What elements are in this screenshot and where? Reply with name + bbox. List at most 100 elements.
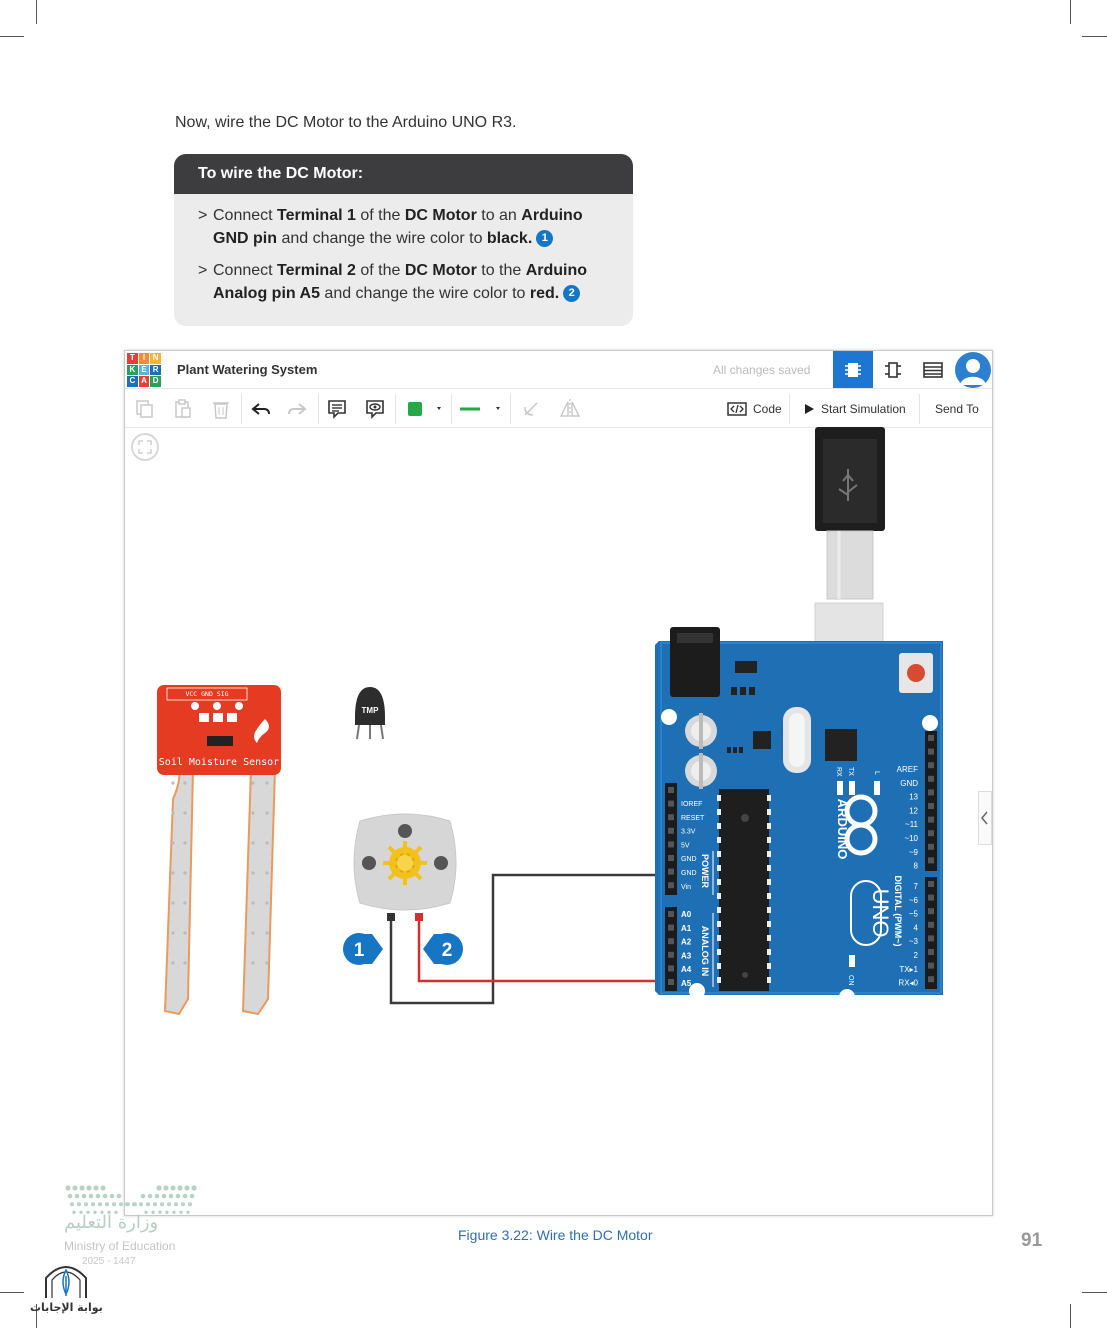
header-hole[interactable] [928, 830, 934, 837]
digital-pin-label: ~3 [909, 937, 919, 946]
schematic-view-button[interactable] [873, 351, 913, 388]
step-text: to the [476, 262, 526, 279]
logo-letter: C [127, 376, 138, 387]
start-simulation-button[interactable]: Start Simulation [803, 396, 906, 422]
play-icon [805, 404, 814, 414]
schematic-icon [885, 361, 901, 378]
mcu-pin [767, 921, 771, 927]
header-hole[interactable] [668, 911, 674, 917]
header-hole[interactable] [668, 814, 674, 821]
header-hole[interactable] [668, 924, 674, 931]
header-hole[interactable] [928, 962, 934, 969]
header-hole[interactable] [928, 789, 934, 796]
circuit-view-button[interactable] [833, 351, 873, 388]
soil-moisture-sensor[interactable]: VCC GND SIG Soil Moisture Sensor [157, 685, 281, 1016]
digital-pin-label: GND [900, 779, 918, 788]
header-hole[interactable] [928, 976, 934, 983]
header-hole[interactable] [928, 881, 934, 887]
prong-dot [251, 781, 255, 785]
figure-caption: Figure 3.22: Wire the DC Motor [458, 1227, 653, 1243]
copy-icon [136, 400, 153, 418]
callout-1: 1 [343, 933, 383, 965]
header-hole[interactable] [668, 938, 674, 945]
header-hole[interactable] [668, 841, 674, 848]
eye-note-icon [366, 400, 384, 419]
dc-motor[interactable] [353, 813, 457, 921]
header-hole[interactable] [928, 762, 934, 769]
send-to-button[interactable]: Send To [935, 396, 979, 422]
prong-dot [183, 811, 187, 815]
step-badge-2: 2 [563, 285, 581, 302]
digital-pin-label: 13 [909, 793, 918, 802]
rotate-button[interactable] [519, 396, 543, 422]
notes-visibility-button[interactable] [363, 396, 387, 422]
logo-dot [100, 1210, 104, 1214]
undo-icon [251, 403, 270, 415]
logo-dot [79, 1210, 83, 1214]
crop-mark [0, 1292, 24, 1293]
instruction-box: To wire the DC Motor: >Connect Terminal … [174, 154, 633, 326]
header-hole[interactable] [668, 800, 674, 807]
undo-button[interactable] [249, 396, 273, 422]
code-button[interactable]: Code [727, 396, 782, 422]
header-hole[interactable] [928, 921, 934, 928]
flip-button[interactable] [557, 396, 583, 422]
prong-dot [251, 961, 255, 965]
digital-pin-label: ~9 [909, 848, 919, 857]
paste-button[interactable] [171, 396, 195, 422]
power-pin-label: IOREF [681, 801, 702, 808]
header-hole[interactable] [928, 857, 934, 864]
temperature-sensor[interactable]: TMP [355, 687, 385, 740]
header-hole[interactable] [928, 843, 934, 850]
header-hole[interactable] [928, 908, 934, 915]
header-hole[interactable] [928, 803, 934, 809]
header-hole[interactable] [928, 775, 934, 782]
logo-dot [84, 1202, 88, 1207]
fit-view-icon [138, 440, 152, 454]
project-title[interactable]: Plant Watering System [177, 362, 318, 377]
mcu-pin [767, 837, 771, 843]
sensor-pin-labels: VCC GND SIG [185, 690, 228, 698]
header-hole[interactable] [928, 816, 934, 823]
step-text: of the [355, 262, 405, 279]
header-hole[interactable] [668, 882, 674, 889]
header-hole[interactable] [928, 935, 934, 942]
fill-color-picker[interactable] [405, 396, 447, 422]
fit-view-button[interactable] [131, 433, 159, 461]
user-avatar[interactable] [955, 352, 991, 388]
header-hole[interactable] [928, 894, 934, 901]
mcu-pin [717, 935, 721, 941]
logo-dot [93, 1185, 99, 1191]
logo-letter: A [138, 376, 150, 387]
header-hole[interactable] [928, 748, 934, 755]
gnd-wire[interactable] [389, 873, 669, 1005]
arduino-uno-board[interactable]: UNO ARDUINO RX TX L ON IOREFRESET3.3V5VG… [655, 627, 943, 1005]
digital-header-label: DIGITAL (PWM~) [893, 876, 903, 947]
step-text: and change the wire color to [277, 230, 487, 247]
delete-button[interactable] [209, 396, 233, 422]
l-led-label: L [873, 771, 880, 775]
component-list-button[interactable] [913, 351, 953, 388]
logo-dot [158, 1210, 162, 1214]
copy-button[interactable] [133, 396, 157, 422]
intro-text: Now, wire the DC Motor to the Arduino UN… [175, 114, 517, 131]
header-hole[interactable] [668, 868, 674, 875]
wire-type-picker[interactable] [455, 396, 505, 422]
header-hole[interactable] [668, 951, 674, 958]
header-hole[interactable] [668, 787, 674, 793]
header-hole[interactable] [668, 965, 674, 972]
panel-toggle-button[interactable] [978, 791, 992, 845]
header-hole[interactable] [928, 949, 934, 955]
header-hole[interactable] [668, 855, 674, 861]
header-hole[interactable] [668, 979, 674, 985]
header-hole[interactable] [928, 735, 934, 741]
redo-button[interactable] [285, 396, 309, 422]
notes-button[interactable] [325, 396, 349, 422]
a5-wire[interactable] [417, 921, 669, 983]
header-hole[interactable] [668, 827, 674, 834]
prong-dot [183, 961, 187, 965]
step-arrow: > [198, 207, 208, 224]
paste-icon [175, 399, 191, 418]
toolbar-divider [241, 394, 242, 424]
